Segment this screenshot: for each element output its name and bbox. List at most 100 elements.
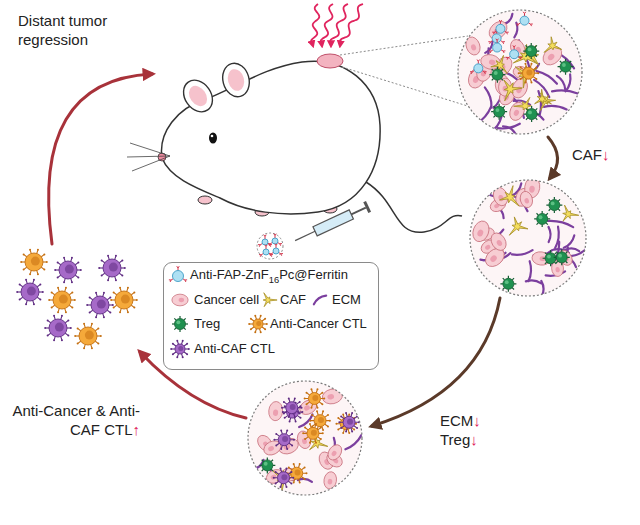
- antibody-arm: [497, 39, 498, 41]
- antibody-arm: [517, 24, 519, 26]
- particle-shell: [272, 238, 278, 244]
- receptor-tip: [54, 269, 56, 271]
- cancer-cell: [518, 190, 534, 209]
- receptor-tip: [98, 267, 100, 269]
- cell-body: [268, 401, 283, 421]
- cell-nucleus: [470, 44, 477, 52]
- cell-body: [492, 69, 503, 80]
- antibody-arm: [275, 234, 276, 236]
- ecm-fiber: [565, 248, 579, 251]
- receptor-tip: [335, 423, 337, 425]
- receptor-tip: [279, 486, 281, 488]
- anti-caf-ctl: [273, 467, 295, 488]
- receptor-tip: [121, 259, 123, 261]
- cell-nucleus: [524, 198, 530, 204]
- cell-body: [526, 109, 537, 120]
- receptor-tip: [127, 311, 129, 313]
- annotation-label: ECM↓ Treg↓: [440, 412, 481, 450]
- cell-nucleus: [476, 229, 484, 238]
- receptor-tip: [65, 287, 67, 289]
- receptor-tip: [321, 392, 323, 394]
- antibody-arm: [490, 51, 492, 53]
- receptor-tip: [248, 323, 250, 325]
- syringe: [293, 201, 371, 246]
- text-run: Anti-Cancer & Anti-CAF CTL: [12, 402, 140, 438]
- receptor-tip: [520, 66, 522, 68]
- receptor-tip: [280, 429, 282, 431]
- anti-cancer-ctl: [74, 323, 102, 349]
- cell-nucleus: [303, 404, 311, 411]
- receptor-tip: [299, 482, 301, 484]
- antibody-arm: [489, 42, 491, 44]
- receptor-tip: [304, 397, 306, 399]
- receptor-tip: [188, 348, 190, 350]
- text-run: Pc@Ferritin: [279, 267, 348, 282]
- swatch-icon: [170, 340, 190, 359]
- cell-highlight: [505, 280, 509, 284]
- cell-nucleus: [256, 321, 261, 326]
- receptor-tip: [301, 411, 303, 413]
- cell-nucleus: [347, 419, 353, 425]
- legend-text: CAF: [280, 292, 306, 308]
- receptor-tip: [337, 417, 339, 419]
- receptor-tip: [19, 299, 21, 301]
- receptor-tip: [301, 407, 303, 409]
- ecm-fiber: [313, 294, 326, 304]
- receptor-tip: [77, 261, 79, 263]
- cell-nucleus: [97, 300, 106, 309]
- ctl-cluster: [16, 249, 138, 349]
- particle-shell: [263, 249, 269, 255]
- receptor-tip: [273, 439, 275, 441]
- cell-nucleus: [489, 254, 498, 263]
- ferritin-nanoparticle: [259, 245, 273, 257]
- ear-outer: [178, 75, 219, 118]
- receptor-tip: [286, 448, 288, 450]
- antibody-arm: [514, 45, 515, 47]
- receptor-tip: [320, 438, 322, 440]
- antibody-arm: [500, 20, 501, 22]
- ecm-fiber: [566, 74, 572, 92]
- ear-inner: [225, 67, 246, 92]
- caf-cell: [517, 45, 540, 67]
- receptor-tip: [71, 291, 73, 293]
- receptor-tip: [316, 388, 318, 390]
- cell-nucleus: [555, 267, 560, 273]
- swatch-icon: [248, 315, 268, 334]
- swatch-icon: [172, 294, 188, 306]
- mouse-whisker: [132, 156, 170, 171]
- receptor-tip: [293, 439, 295, 441]
- text-run: Distant tumor regression: [18, 12, 107, 48]
- antibody-arm: [279, 244, 281, 246]
- antibody-arm: [484, 72, 486, 74]
- ecm-fiber: [514, 23, 518, 38]
- annotation-label: Distant tumor regression: [18, 12, 136, 50]
- treg-cell: [172, 316, 188, 332]
- receptor-tip: [290, 471, 292, 473]
- text-run: Treg: [440, 431, 470, 448]
- receptor-tip: [95, 292, 97, 294]
- cell-body: [308, 392, 320, 404]
- receptor-tip: [71, 257, 73, 259]
- ferritin-nanoparticle: [268, 234, 282, 246]
- ecm-fiber: [548, 227, 550, 242]
- receptor-tip: [107, 255, 109, 257]
- cancer-cell: [556, 248, 575, 268]
- flow-arrow: [548, 137, 558, 178]
- cell-nucleus: [27, 287, 36, 296]
- receptor-tip: [44, 327, 46, 329]
- cell-body: [488, 230, 509, 253]
- receptor-tip: [288, 416, 290, 418]
- zoom-outline: [458, 10, 582, 134]
- particle-shell: [262, 239, 268, 245]
- cell-body: [291, 467, 303, 479]
- anti-caf-ctl: [170, 340, 190, 359]
- receptor-tip: [356, 427, 358, 429]
- antibody-arm: [265, 235, 266, 237]
- receptor-tip: [321, 403, 323, 405]
- ecm-fiber: [345, 435, 362, 451]
- anti-cancer-ctl: [518, 63, 540, 84]
- ecm-fiber: [299, 414, 314, 428]
- antibody-arm: [269, 244, 271, 246]
- receptor-tip: [275, 471, 277, 473]
- receptor-tip: [83, 323, 85, 325]
